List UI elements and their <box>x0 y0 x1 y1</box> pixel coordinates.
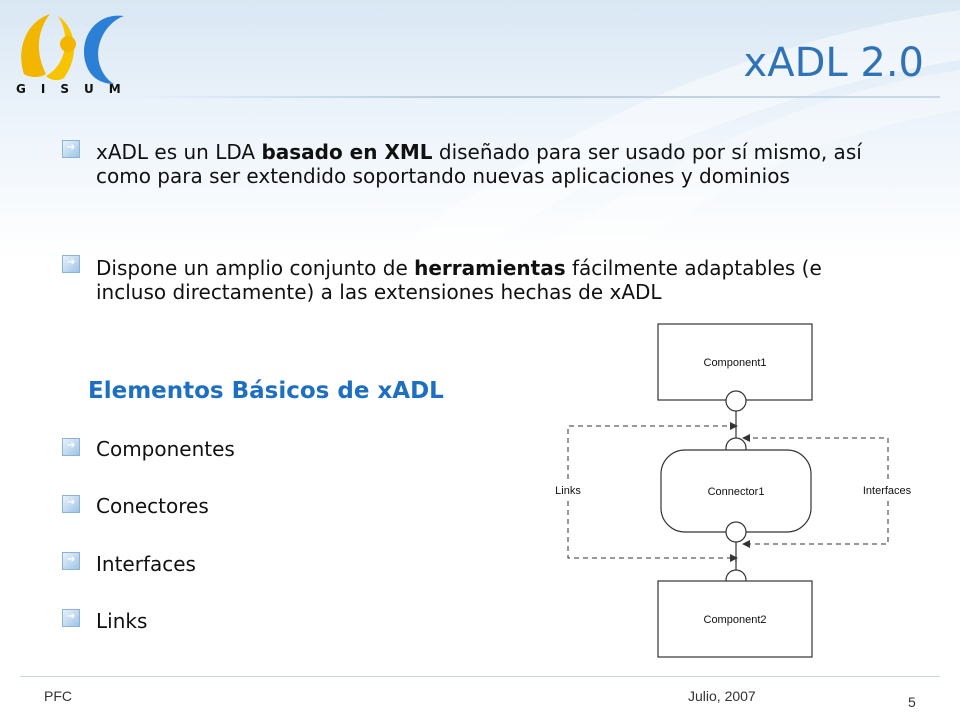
footer-rule <box>20 676 940 677</box>
bullet-1-text-start: xADL es un LDA <box>96 140 262 164</box>
bullet-paragraph-2: Dispone un amplio conjunto de herramient… <box>96 256 876 304</box>
arrow-bullet-icon <box>62 609 80 627</box>
bullet-2-text-end: fácilmente adaptables (e incluso directa… <box>96 256 822 304</box>
links-arrowhead <box>730 554 738 562</box>
logo-text: GISUM <box>16 82 136 96</box>
arrow-bullet-icon <box>62 552 80 570</box>
interfaces-arrowhead <box>742 434 750 442</box>
bullet-2-bold-text: herramientas <box>414 256 566 280</box>
header-swoosh-decoration <box>380 10 960 260</box>
arrow-bullet-icon <box>62 140 80 158</box>
links-arrowhead <box>730 422 738 430</box>
interfaces-arrowhead <box>742 540 750 548</box>
list-item-links: Links <box>96 609 148 633</box>
interfaces-label-background <box>854 482 920 498</box>
subheading: Elementos Básicos de xADL <box>88 378 444 404</box>
gisum-logo <box>21 14 124 84</box>
arrow-bullet-icon <box>62 255 80 273</box>
interfaces-label: Interfaces <box>863 485 912 497</box>
links-label: Links <box>555 485 581 497</box>
slide-title: xADL 2.0 <box>743 40 924 86</box>
list-item-componentes: Componentes <box>96 437 235 461</box>
component2-label: Component2 <box>704 614 767 626</box>
bullet-1-text-end: diseñado para ser usado por sí mismo, as… <box>96 140 862 188</box>
bullet-1-bold-text: basado en XML <box>261 140 433 164</box>
page-number: 5 <box>908 694 916 710</box>
interface-circle <box>725 521 747 543</box>
interface-circle <box>725 390 747 412</box>
interfaces-dashed-line <box>744 437 889 545</box>
architecture-diagram: Component1 Connector1 Component2 Links I… <box>548 323 920 658</box>
arrow-bullet-icon <box>62 495 80 513</box>
footer-left-label: PFC <box>44 688 72 704</box>
bullet-2-text-start: Dispone un amplio conjunto de <box>96 256 415 280</box>
component2-box <box>657 580 813 658</box>
component1-label: Component1 <box>704 357 767 369</box>
list-item-conectores: Conectores <box>96 494 209 518</box>
title-rule <box>130 96 940 98</box>
connector1-label: Connector1 <box>708 486 765 498</box>
bullet-paragraph-1: xADL es un LDA basado en XML diseñado pa… <box>96 140 876 188</box>
arrow-bullet-icon <box>62 438 80 456</box>
links-label-background <box>548 482 590 498</box>
list-item-interfaces: Interfaces <box>96 552 196 576</box>
header-background <box>0 0 960 260</box>
footer-date: Julio, 2007 <box>688 688 756 704</box>
